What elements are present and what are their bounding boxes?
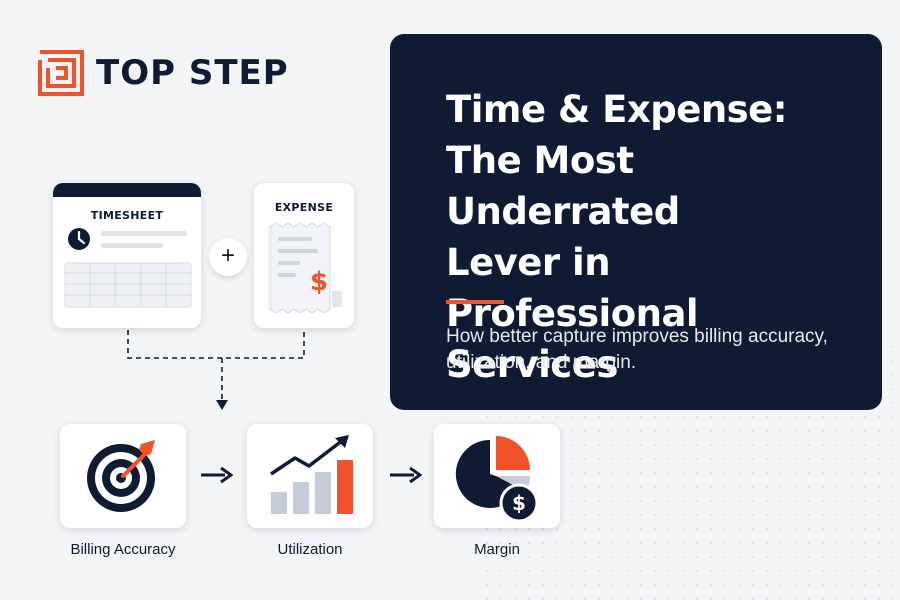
arrow-right-icon [201, 466, 233, 484]
target-arrow-icon [87, 440, 155, 512]
accent-rule [446, 300, 504, 304]
hero-subtitle: How better capture improves billing accu… [446, 326, 828, 373]
timesheet-header-band [53, 183, 201, 197]
plus-icon: + [209, 238, 247, 276]
margin-card: $ [434, 424, 560, 528]
hero-panel: Time & Expense: The Most Underrated Leve… [390, 34, 882, 410]
utilization-card [247, 424, 373, 528]
expense-label: EXPENSE [274, 201, 334, 214]
maze-square-icon [38, 50, 84, 96]
timesheet-card: TIMESHEET [53, 183, 201, 328]
bar-chart-trend-icon [270, 435, 353, 514]
utilization-label: Utilization [277, 541, 343, 558]
hero-title: Time & Expense: The Most Underrated Leve… [446, 88, 788, 386]
brand-name: TOP STEP [96, 53, 289, 93]
pie-dollar-icon [455, 436, 539, 523]
billing-accuracy-label: Billing Accuracy [70, 541, 176, 558]
expense-dollar-sign: $ [310, 267, 329, 297]
brand-logo: TOP STEP [38, 50, 289, 96]
timesheet-label: TIMESHEET [90, 209, 164, 222]
margin-label: Margin [474, 541, 520, 558]
arrow-right-icon [390, 466, 422, 484]
receipt-dollar-icon [269, 222, 342, 314]
billing-accuracy-card [60, 424, 186, 528]
timesheet-illustration [64, 228, 192, 308]
margin-dollar-sign: $ [512, 491, 526, 515]
expense-card: EXPENSE $ [254, 183, 354, 328]
clock-icon [68, 228, 90, 250]
